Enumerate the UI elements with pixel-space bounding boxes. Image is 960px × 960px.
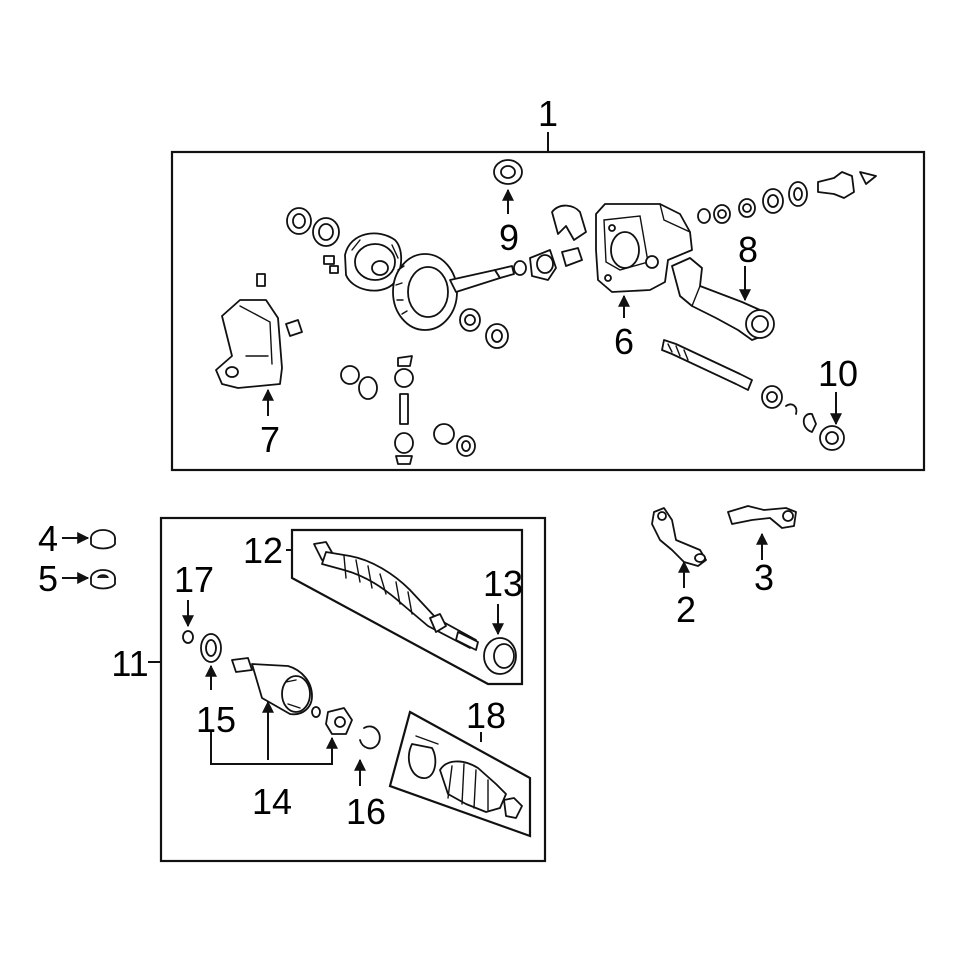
differential-carrier <box>323 232 402 292</box>
part-5-cap <box>62 569 116 590</box>
callout-5: 5 <box>38 558 58 599</box>
ring-gear-pinion <box>392 253 515 331</box>
callout-3: 3 <box>754 557 774 598</box>
callout-10: 10 <box>818 353 858 394</box>
callout-17: 17 <box>174 559 214 600</box>
callout-14: 14 <box>252 781 292 822</box>
callout-labels: 1 2 3 4 5 6 7 8 9 10 11 12 13 14 15 16 1… <box>38 93 858 832</box>
left-bearing-set <box>286 207 340 247</box>
callout-2: 2 <box>676 589 696 630</box>
callout-11: 11 <box>111 643 148 684</box>
callout-1: 1 <box>538 93 558 134</box>
callout-14-bracket <box>210 730 333 765</box>
part-14-inner-joint <box>210 657 353 765</box>
part-7-mount-bracket <box>215 273 303 389</box>
callout-16: 16 <box>346 791 386 832</box>
part-18-boot-kit <box>407 735 523 819</box>
part-17-clip <box>182 600 194 644</box>
callout-7: 7 <box>260 419 280 460</box>
part-2-bracket <box>651 507 707 588</box>
callout-6: 6 <box>614 321 634 362</box>
part-12-axle-shaft <box>313 541 479 651</box>
callout-4: 4 <box>38 518 58 559</box>
callout-15: 15 <box>196 699 236 740</box>
part-8-axle-tube <box>671 257 775 341</box>
boot-kit-subframe <box>388 710 532 838</box>
axle-shaft-subframe <box>290 528 524 686</box>
part-3-bracket <box>727 505 797 560</box>
right-bearing-row <box>697 171 877 224</box>
part-16-snap-ring <box>354 725 381 786</box>
part-9-bearing <box>493 159 523 185</box>
callout-8: 8 <box>738 229 758 270</box>
drive-axle-frame <box>159 516 547 863</box>
output-shaft <box>661 339 845 451</box>
callout-12: 12 <box>243 530 283 571</box>
callout-18: 18 <box>466 695 506 736</box>
callout-13: 13 <box>483 563 523 604</box>
differential-assembly-group <box>170 132 926 472</box>
part-13-ring <box>483 604 517 675</box>
part-4-cap <box>62 529 116 550</box>
spider-gear-set <box>340 355 476 465</box>
callout-9: 9 <box>499 217 519 258</box>
pinion-bearing-set <box>459 204 587 349</box>
part-6-carrier-housing <box>595 203 693 293</box>
part-15-seal <box>200 633 222 690</box>
drive-axle-group <box>148 516 547 863</box>
